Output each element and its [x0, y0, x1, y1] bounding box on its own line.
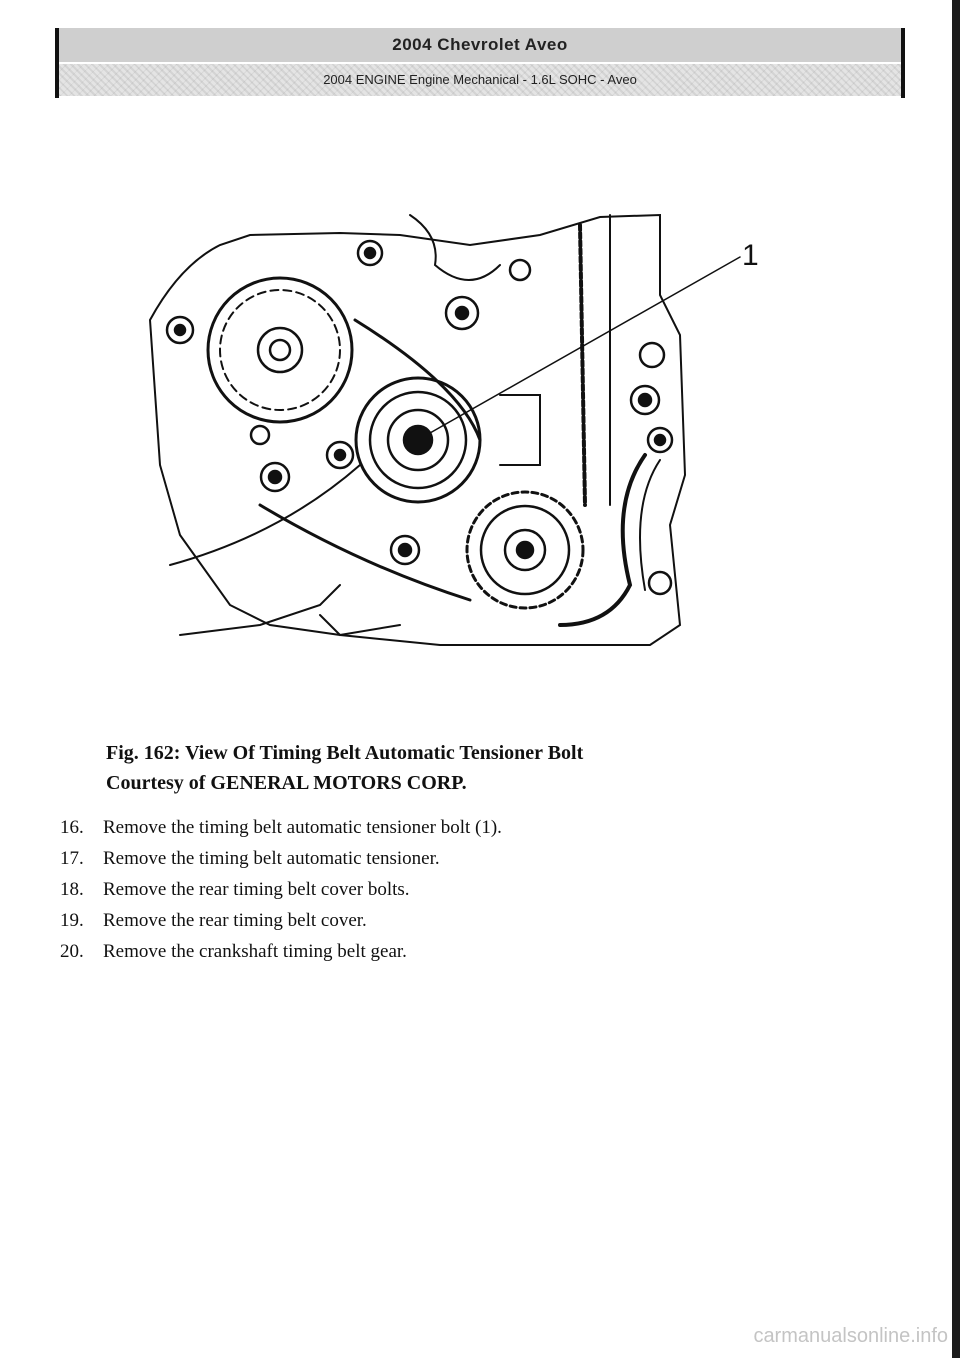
- step-text: Remove the rear timing belt cover bolts.: [103, 879, 410, 900]
- list-item: 20. Remove the crankshaft timing belt gea…: [60, 936, 860, 967]
- figure-caption: Fig. 162: View Of Timing Belt Automatic …: [106, 738, 746, 798]
- page-edge: [952, 0, 960, 1358]
- list-item: 19. Remove the rear timing belt cover.: [60, 905, 860, 936]
- callout-label: 1: [742, 239, 759, 272]
- step-number: 19.: [60, 910, 84, 931]
- step-number: 17.: [60, 848, 84, 869]
- header-title: 2004 Chevrolet Aveo: [59, 28, 901, 62]
- list-item: 18. Remove the rear timing belt cover bol…: [60, 874, 860, 905]
- step-text: Remove the crankshaft timing belt gear.: [103, 941, 407, 962]
- list-item: 16. Remove the timing belt automatic tens…: [60, 812, 860, 843]
- page-header: 2004 Chevrolet Aveo 2004 ENGINE Engine M…: [55, 28, 905, 98]
- caption-credit: Courtesy of GENERAL MOTORS CORP.: [106, 772, 467, 794]
- step-number: 20.: [60, 941, 84, 962]
- step-number: 18.: [60, 879, 84, 900]
- engine-illustration: 1: [140, 205, 780, 665]
- timing-belt-tensioner-drawing: 1: [148, 213, 759, 646]
- caption-title: Fig. 162: View Of Timing Belt Automatic …: [106, 742, 584, 764]
- header-subtitle: 2004 ENGINE Engine Mechanical - 1.6L SOH…: [59, 64, 901, 96]
- step-text: Remove the timing belt automatic tension…: [103, 817, 502, 838]
- procedure-steps: 16. Remove the timing belt automatic tens…: [60, 812, 860, 967]
- step-number: 16.: [60, 817, 84, 838]
- step-text: Remove the timing belt automatic tension…: [103, 848, 440, 869]
- list-item: 17. Remove the timing belt automatic tens…: [60, 843, 860, 874]
- step-text: Remove the rear timing belt cover.: [103, 910, 367, 931]
- watermark: carmanualsonline.info: [753, 1325, 948, 1347]
